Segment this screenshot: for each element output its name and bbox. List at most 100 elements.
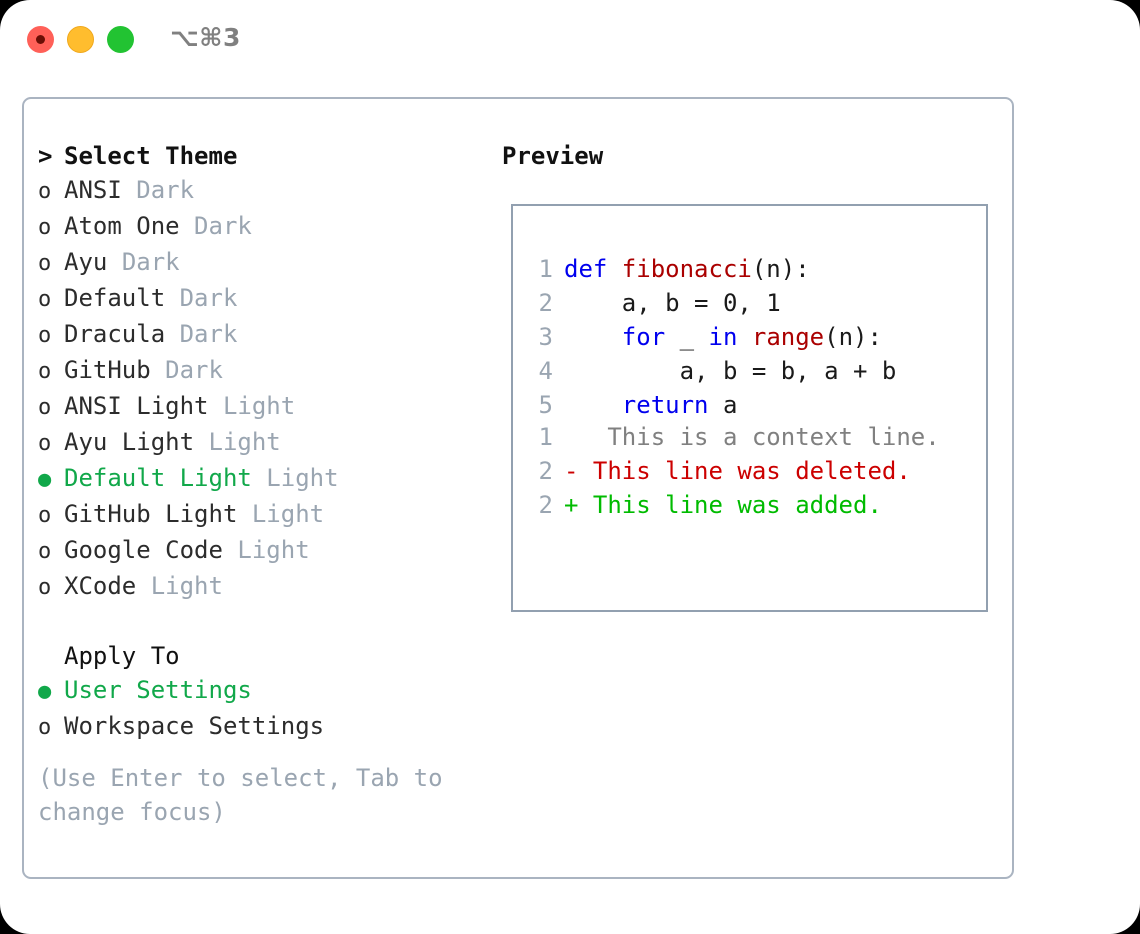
- chevron-right-icon: >: [38, 142, 53, 170]
- code-sample: 1 def fibonacci(n): 2 a, b = 0, 1 3 for …: [525, 252, 897, 422]
- diff-sign: [564, 420, 578, 454]
- zoom-window-button[interactable]: [107, 26, 134, 53]
- theme-option-label: ANSI Light: [64, 392, 209, 420]
- window-shortcut-label: ⌥⌘3: [170, 23, 241, 52]
- theme-option-label: Ayu: [64, 248, 108, 276]
- preview-column: Preview 1 def fibonacci(n): 2 a, b = 0, …: [502, 139, 1002, 612]
- diff-sample: 1 This is a context line. 2 - This line …: [525, 420, 940, 522]
- theme-option-label: Default: [64, 284, 166, 312]
- theme-option-label: GitHub: [64, 356, 151, 384]
- code-text: return a: [564, 388, 738, 422]
- code-line: 5 return a: [525, 388, 896, 422]
- theme-option-github-light[interactable]: o GitHub Light Light: [38, 497, 498, 533]
- diff-text: This is a context line.: [578, 423, 940, 451]
- theme-option-tag: Light: [150, 572, 223, 600]
- radio-unselected-icon: o: [38, 179, 52, 204]
- theme-option-atom-one-dark[interactable]: o Atom One Dark: [38, 209, 498, 245]
- code-text: a, b = b, a + b: [564, 354, 897, 388]
- radio-unselected-icon: o: [38, 715, 52, 740]
- theme-option-dracula-dark[interactable]: o Dracula Dark: [38, 317, 498, 353]
- code-token: _: [665, 323, 709, 351]
- theme-option-ansi-dark[interactable]: o ANSI Dark: [38, 173, 498, 209]
- code-token: (n):: [751, 255, 810, 283]
- theme-option-label: Ayu Light: [64, 428, 195, 456]
- theme-option-label: XCode: [64, 572, 137, 600]
- theme-picker-panel: > Select Theme o ANSI Dark o Atom One Da…: [22, 97, 1014, 879]
- theme-option-tag: Dark: [165, 356, 223, 384]
- diff-line-context: 1 This is a context line.: [525, 420, 940, 454]
- code-token: in: [708, 323, 738, 351]
- diff-line-added: 2 + This line was added.: [525, 488, 940, 522]
- preview-title: Preview: [502, 142, 604, 170]
- radio-unselected-icon: o: [38, 287, 52, 312]
- apply-to-header-marker: [38, 639, 64, 673]
- theme-option-tag: Dark: [179, 284, 238, 312]
- apply-to-header: Apply To: [38, 639, 498, 673]
- theme-option-tag: Light: [251, 500, 325, 528]
- radio-unselected-icon: o: [38, 503, 52, 528]
- preview-box: 1 def fibonacci(n): 2 a, b = 0, 1 3 for …: [511, 204, 988, 612]
- code-token: range: [751, 323, 825, 351]
- minimize-window-button[interactable]: [67, 26, 94, 53]
- line-number: 2: [538, 457, 553, 485]
- code-token: return: [621, 391, 709, 419]
- theme-option-tag: Light: [266, 464, 339, 492]
- code-token: a, b = b, a + b: [564, 357, 897, 385]
- theme-option-tag: Light: [237, 536, 310, 564]
- apply-to-header-label: Apply To: [64, 642, 180, 670]
- code-line: 1 def fibonacci(n):: [525, 252, 896, 286]
- code-text: for _ in range(n):: [564, 320, 882, 354]
- theme-option-google-code[interactable]: o Google Code Light: [38, 533, 498, 569]
- select-theme-header: > Select Theme: [38, 139, 498, 173]
- radio-unselected-icon: o: [38, 575, 52, 600]
- code-token: (n):: [824, 323, 882, 351]
- radio-unselected-icon: o: [38, 323, 52, 348]
- close-window-button[interactable]: [27, 26, 54, 53]
- theme-option-github-dark[interactable]: o GitHub Dark: [38, 353, 498, 389]
- keyboard-hint-text: (Use Enter to select, Tab to change focu…: [38, 764, 458, 826]
- code-token: def: [564, 255, 622, 283]
- code-text: a, b = 0, 1: [564, 286, 781, 320]
- theme-option-tag: Light: [208, 428, 281, 456]
- theme-selection-column: > Select Theme o ANSI Dark o Atom One Da…: [38, 139, 498, 745]
- code-token: [737, 323, 751, 351]
- theme-option-default-light[interactable]: ● Default Light Light: [38, 461, 498, 497]
- window-titlebar: ⌥⌘3: [0, 0, 1140, 78]
- apply-to-option-workspace-settings[interactable]: o Workspace Settings: [38, 709, 498, 745]
- theme-option-ayu-dark[interactable]: o Ayu Dark: [38, 245, 498, 281]
- theme-option-label: ANSI: [64, 176, 122, 204]
- line-number: 1: [538, 255, 553, 283]
- radio-unselected-icon: o: [38, 359, 52, 384]
- code-token: fibonacci: [621, 255, 752, 283]
- select-theme-header-label: Select Theme: [64, 142, 238, 170]
- apply-to-option-label: User Settings: [64, 676, 252, 704]
- theme-option-label: Google Code: [64, 536, 223, 564]
- theme-option-label: Default Light: [64, 464, 252, 492]
- code-token: for: [621, 323, 666, 351]
- line-number: 1: [538, 423, 553, 451]
- theme-option-xcode[interactable]: o XCode Light: [38, 569, 498, 605]
- theme-option-tag: Dark: [179, 320, 238, 348]
- theme-option-default-dark[interactable]: o Default Dark: [38, 281, 498, 317]
- radio-unselected-icon: o: [38, 215, 52, 240]
- theme-option-ayu-light[interactable]: o Ayu Light Light: [38, 425, 498, 461]
- code-token: a: [708, 391, 738, 419]
- radio-unselected-icon: o: [38, 251, 52, 276]
- radio-selected-icon: ●: [38, 467, 52, 492]
- diff-text: This line was deleted.: [578, 457, 911, 485]
- line-number: 2: [538, 491, 553, 519]
- line-number: 3: [538, 323, 553, 351]
- theme-option-ansi-light[interactable]: o ANSI Light Light: [38, 389, 498, 425]
- theme-option-tag: Dark: [194, 212, 252, 240]
- apply-to-option-label: Workspace Settings: [64, 712, 325, 740]
- radio-unselected-icon: o: [38, 539, 52, 564]
- theme-option-label: Atom One: [64, 212, 180, 240]
- theme-option-label: Dracula: [64, 320, 166, 348]
- theme-option-tag: Dark: [121, 248, 180, 276]
- code-token: a, b = 0, 1: [564, 289, 781, 317]
- diff-sign: -: [564, 457, 579, 485]
- radio-unselected-icon: o: [38, 431, 52, 456]
- apply-to-option-user-settings[interactable]: ● User Settings: [38, 673, 498, 709]
- code-text: def fibonacci(n):: [564, 252, 810, 286]
